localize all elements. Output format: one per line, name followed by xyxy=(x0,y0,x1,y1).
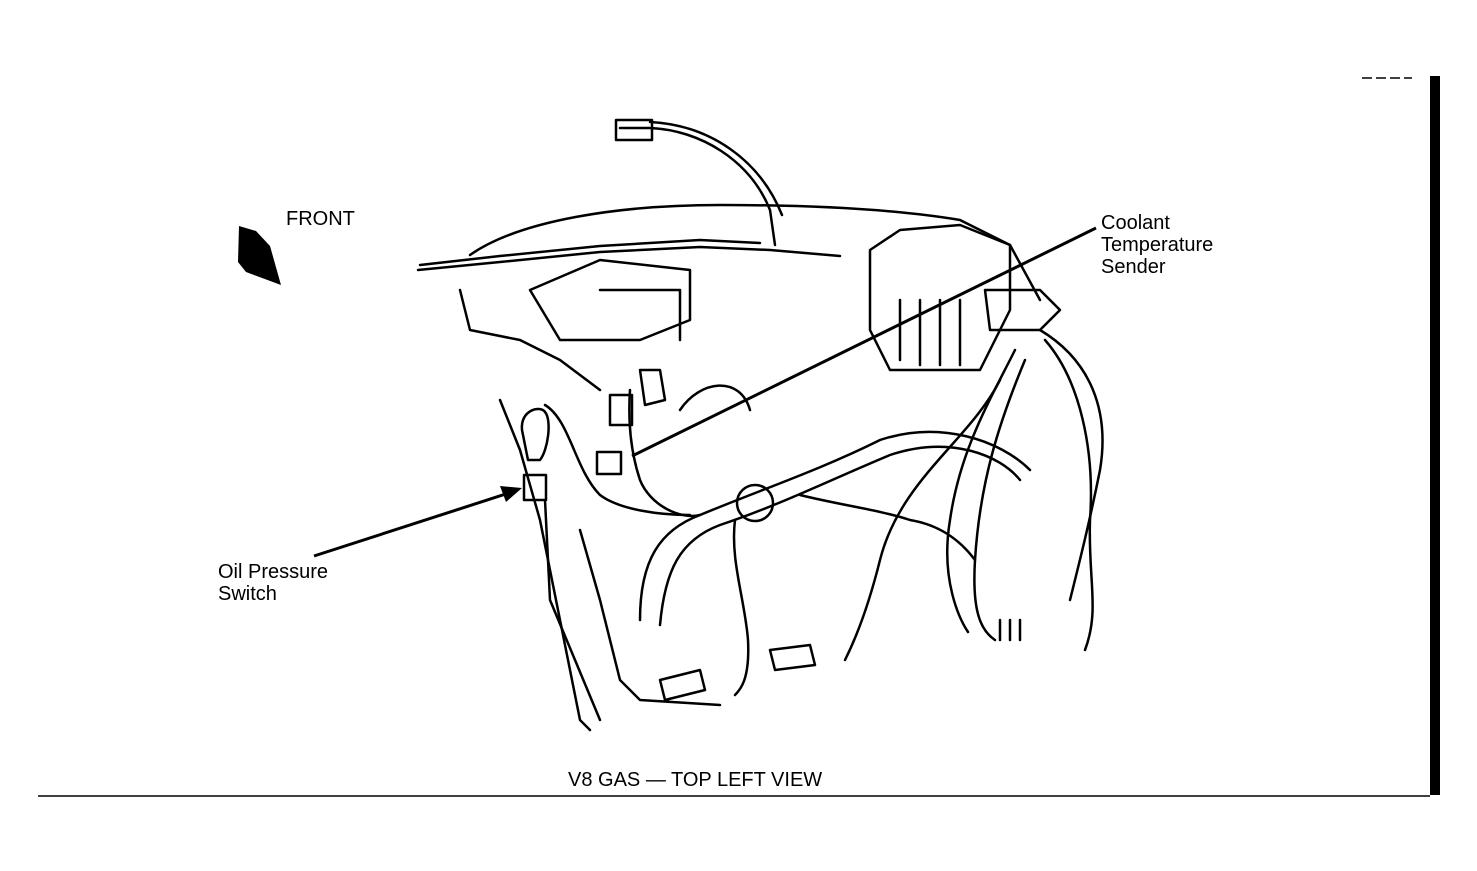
ribs xyxy=(998,618,1022,642)
carburetor xyxy=(868,223,1012,372)
dipstick-tube xyxy=(416,245,842,272)
spark-wire-4 xyxy=(1043,338,1094,652)
lower-wire-2 xyxy=(798,493,977,562)
distributor xyxy=(983,288,1062,332)
front-label: FRONT xyxy=(286,208,355,230)
engine-block-left xyxy=(458,288,602,392)
top-harness xyxy=(618,126,777,247)
oil-pan xyxy=(578,528,722,707)
coolant-sender-label: Coolant Temperature Sender xyxy=(1101,212,1213,278)
oil-switch-body xyxy=(520,407,550,462)
oil-pressure-switch-label-line-1: Oil Pressure xyxy=(218,561,329,583)
top-harness-edge xyxy=(648,120,784,217)
front-arrow-icon xyxy=(238,226,281,285)
oil-switch-base xyxy=(522,473,548,502)
plug-1 xyxy=(658,668,707,702)
oil-switch-wire xyxy=(543,403,692,517)
coolant-sender-leader xyxy=(631,226,1097,458)
oil-pressure-switch-label-line-2: Switch xyxy=(218,583,277,605)
lower-wire-1 xyxy=(732,518,750,697)
oil-switch-arrowhead xyxy=(500,486,522,502)
intake-manifold xyxy=(468,203,1042,302)
engine-block-front xyxy=(498,398,592,732)
top-connector xyxy=(614,118,654,142)
bracket xyxy=(638,368,667,407)
oil-switch-leader xyxy=(313,490,513,558)
hose xyxy=(678,384,752,412)
coolant-sender-label-line-3: Sender xyxy=(1101,256,1166,278)
engine-block-front-2 xyxy=(543,498,602,722)
plug-2 xyxy=(768,643,817,672)
main-harness xyxy=(638,430,1032,622)
sender-plug xyxy=(595,450,623,476)
spark-wire-5 xyxy=(843,378,1002,662)
dipstick-tube-edge xyxy=(418,238,762,267)
main-harness-edge xyxy=(658,445,1022,627)
valve-cover-2 xyxy=(598,288,682,342)
coolant-sender-label-line-1: Coolant xyxy=(1101,212,1170,234)
page-edge-bar xyxy=(1430,76,1440,795)
sender-connector xyxy=(608,393,634,427)
coolant-sender-label-line-2: Temperature xyxy=(1101,234,1214,256)
spark-wire-1 xyxy=(946,348,1017,634)
oil-pressure-switch-label: Oil Pressure Switch xyxy=(218,561,328,605)
spark-wire-2 xyxy=(973,358,1027,642)
valve-cover xyxy=(528,258,692,342)
diagram-caption: V8 GAS — TOP LEFT VIEW xyxy=(568,769,823,791)
spark-wire-3 xyxy=(1038,328,1104,602)
harness-grommet xyxy=(735,483,775,523)
carburetor-ribs xyxy=(898,298,962,367)
